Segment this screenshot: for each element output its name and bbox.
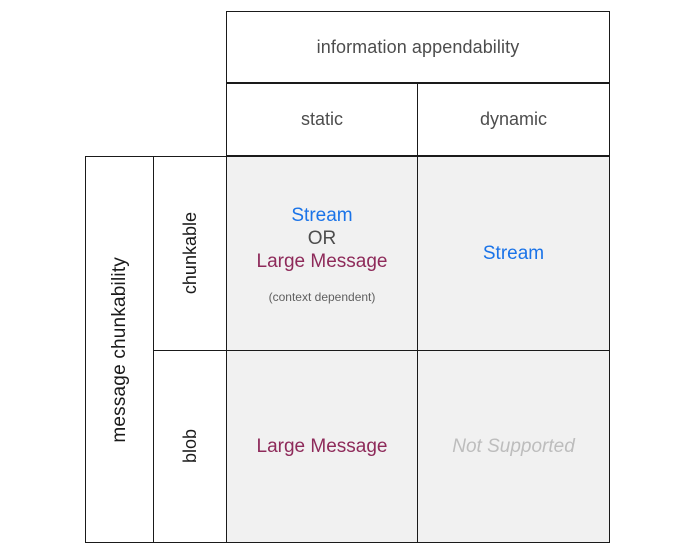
row-axis-title: message chunkability	[108, 256, 130, 443]
column-header-static-label: static	[300, 109, 343, 129]
cell-blob-static-primary: Large Message	[256, 436, 388, 457]
row-axis-title-cell: message chunkability	[85, 156, 154, 543]
cell-blob-static: Large Message	[226, 350, 418, 543]
column-axis-title: information appendability	[316, 36, 520, 57]
cell-chunkable-dynamic-primary: Stream	[482, 243, 545, 264]
row-header-blob-label: blob	[179, 429, 200, 464]
cell-blob-dynamic-primary: Not Supported	[452, 436, 575, 457]
column-header-dynamic-label: dynamic	[479, 109, 548, 129]
row-header-chunkable: chunkable	[153, 156, 227, 351]
column-axis-title-cell: information appendability	[226, 11, 610, 83]
cell-chunkable-static-note: (context dependent)	[268, 289, 376, 304]
cell-chunkable-static-secondary: Large Message	[256, 250, 388, 272]
row-header-blob: blob	[153, 350, 227, 543]
column-header-dynamic: dynamic	[417, 83, 610, 156]
cell-chunkable-static-conjunction: OR	[307, 227, 337, 249]
cell-chunkable-static: Stream OR Large Message (context depende…	[226, 156, 418, 351]
cell-blob-dynamic: Not Supported	[417, 350, 610, 543]
cell-chunkable-static-primary: Stream	[291, 204, 353, 226]
column-header-static: static	[226, 83, 418, 156]
cell-chunkable-dynamic: Stream	[417, 156, 610, 351]
row-header-chunkable-label: chunkable	[179, 212, 200, 295]
